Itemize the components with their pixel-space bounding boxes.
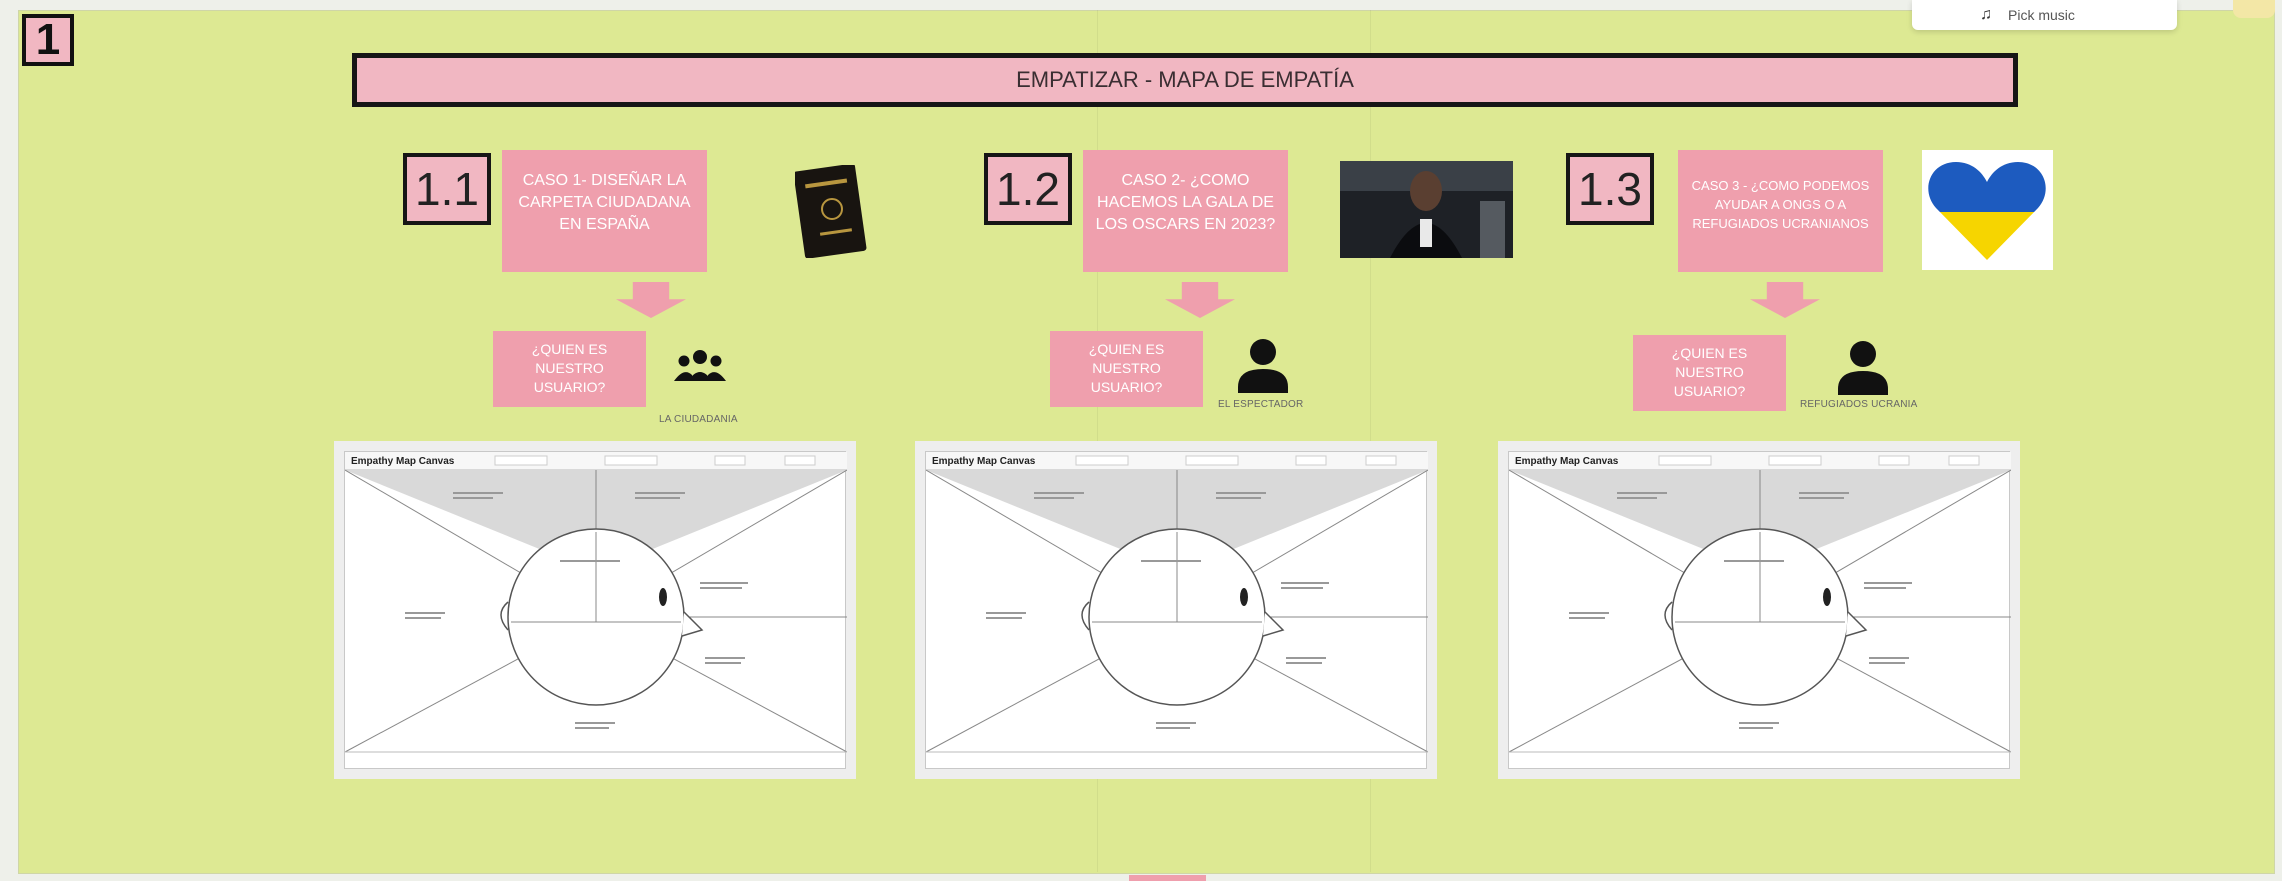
ukraine-heart-card <box>1922 150 2053 270</box>
case-title-box[interactable]: CASO 1- DISEÑAR LA CARPETA CIUDADANA EN … <box>502 150 707 272</box>
toolbar-indicator <box>2233 0 2275 18</box>
empathy-map-canvas[interactable]: Empathy Map Canvas <box>915 441 1437 779</box>
person-icon <box>1238 339 1288 393</box>
canvas-title: Empathy Map Canvas <box>1515 456 1619 467</box>
next-frame-stub[interactable] <box>1129 875 1206 881</box>
photo <box>1340 161 1513 258</box>
canvas-title: Empathy Map Canvas <box>932 456 1036 467</box>
who-user-box[interactable]: ¿QUIEN ES NUESTRO USUARIO? <box>1633 335 1786 411</box>
case-number[interactable]: 1.1 <box>403 153 491 225</box>
passport-icon <box>795 165 867 258</box>
ukraine-heart-icon <box>1928 162 2046 260</box>
user-label[interactable]: EL ESPECTADOR <box>1218 399 1304 410</box>
who-user-box[interactable]: ¿QUIEN ES NUESTRO USUARIO? <box>493 331 646 407</box>
case-title-box[interactable]: CASO 3 - ¿COMO PODEMOS AYUDAR A ONGS O A… <box>1678 150 1883 272</box>
case-number[interactable]: 1.2 <box>984 153 1072 225</box>
person-icon <box>1838 341 1888 395</box>
user-label[interactable]: LA CIUDADANIA <box>659 414 738 425</box>
page-title[interactable]: EMPATIZAR - MAPA DE EMPATÍA <box>352 53 2018 107</box>
music-picker-label: Pick music <box>2008 7 2075 23</box>
case-number[interactable]: 1.3 <box>1566 153 1654 225</box>
empathy-map-diagram <box>1509 452 2011 753</box>
who-user-box[interactable]: ¿QUIEN ES NUESTRO USUARIO? <box>1050 331 1203 407</box>
group-icon <box>674 350 726 381</box>
music-note-icon: ♫ <box>1980 6 1992 23</box>
empathy-map-canvas[interactable]: Empathy Map Canvas <box>1498 441 2020 779</box>
music-picker[interactable]: ♫ Pick music <box>1912 0 2177 30</box>
user-label[interactable]: REFUGIADOS UCRANIA <box>1800 399 1918 410</box>
case-title-box[interactable]: CASO 2- ¿COMO HACEMOS LA GALA DE LOS OSC… <box>1083 150 1288 272</box>
frame-number: 1 <box>22 14 74 66</box>
empathy-map-diagram <box>345 452 847 753</box>
canvas-title: Empathy Map Canvas <box>351 456 455 467</box>
empathy-map-canvas[interactable]: Empathy Map Canvas <box>334 441 856 779</box>
empathy-map-diagram <box>926 452 1428 753</box>
